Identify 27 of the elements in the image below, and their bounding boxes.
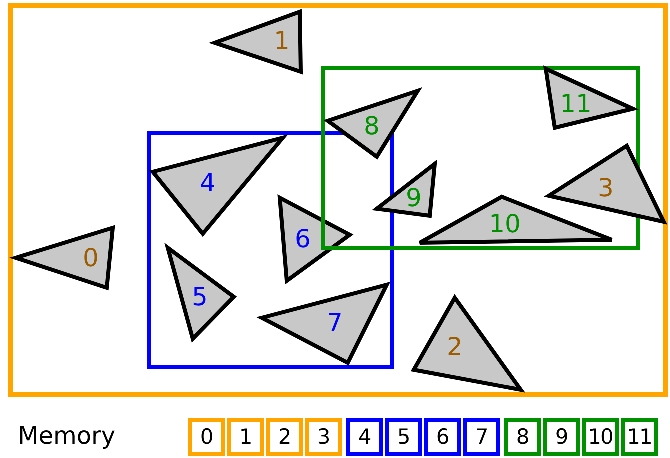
memory-cell: 9: [543, 418, 580, 456]
group-frame: [321, 66, 640, 250]
index-number: 0: [83, 246, 99, 270]
index-number: 7: [327, 310, 343, 336]
index-number: 9: [406, 186, 422, 210]
index-number: 4: [200, 170, 216, 196]
index-number: 8: [364, 114, 380, 138]
group-frame: [8, 3, 668, 397]
index-number: 6: [295, 226, 311, 252]
memory-cell: 5: [385, 418, 422, 456]
memory-cell: 3: [305, 418, 342, 456]
index-number: 10: [489, 212, 521, 236]
memory-cell: 10: [582, 418, 619, 456]
memory-cell: 11: [621, 418, 658, 456]
index-number: 5: [192, 284, 208, 310]
memory-cell: 0: [188, 418, 225, 456]
memory-cell: 2: [266, 418, 303, 456]
index-number: 2: [447, 334, 463, 360]
index-number: 11: [560, 92, 592, 116]
memory-label: Memory: [18, 424, 116, 448]
index-number: 3: [598, 176, 614, 200]
memory-cell: 1: [227, 418, 264, 456]
memory-cell: 8: [504, 418, 541, 456]
memory-cell: 6: [424, 418, 461, 456]
memory-cell: 4: [346, 418, 383, 456]
memory-cell: 7: [463, 418, 500, 456]
index-number: 1: [274, 28, 290, 54]
